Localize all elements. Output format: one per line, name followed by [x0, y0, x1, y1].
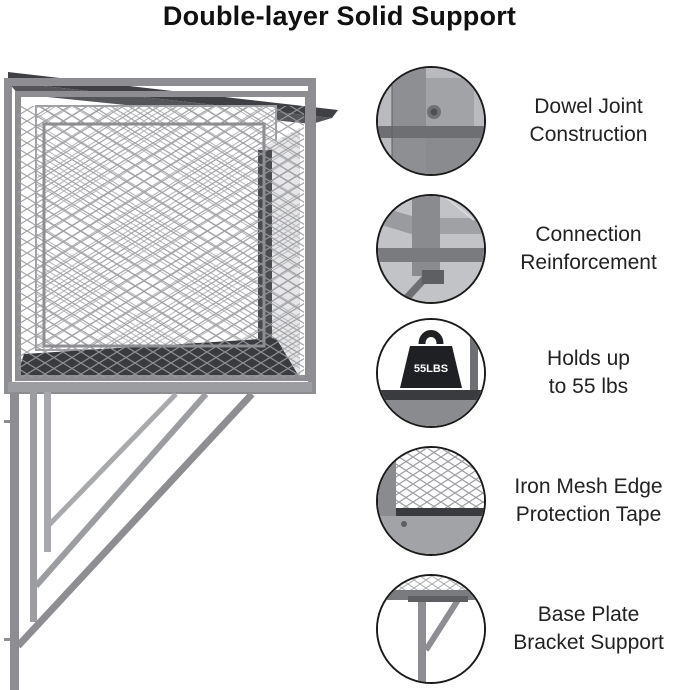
feature-connection-reinforcement: Connection Reinforcement	[372, 194, 679, 310]
feature-label: Connection Reinforcement	[520, 223, 657, 274]
feature-bracket-support: Base Plate Bracket Support	[372, 574, 679, 690]
bracket-icon	[376, 574, 486, 684]
feature-label: Base Plate Bracket Support	[513, 603, 664, 654]
connection-reinforcement-icon	[376, 194, 486, 304]
weight-label: 55LBS	[414, 363, 448, 375]
wall-shelf-illustration	[4, 72, 338, 690]
feature-iron-mesh: Iron Mesh Edge Protection Tape	[372, 446, 679, 562]
feature-label: Holds up to 55 lbs	[547, 347, 630, 398]
brace-2	[33, 392, 209, 588]
feature-label: Iron Mesh Edge Protection Tape	[514, 475, 663, 526]
feature-weight-capacity: 55LBS Holds up to 55 lbs	[372, 318, 679, 434]
dowel-joint-icon	[376, 66, 486, 176]
weight-icon: 55LBS	[376, 318, 486, 428]
feature-dowel-joint: Dowel Joint Construction	[372, 66, 679, 182]
front-leg	[10, 392, 19, 690]
iron-mesh-icon	[376, 446, 486, 556]
brace-3	[46, 392, 178, 528]
brace-1	[15, 391, 255, 649]
page-title: Double-layer Solid Support	[162, 1, 517, 31]
feature-label: Dowel Joint Construction	[529, 95, 648, 146]
